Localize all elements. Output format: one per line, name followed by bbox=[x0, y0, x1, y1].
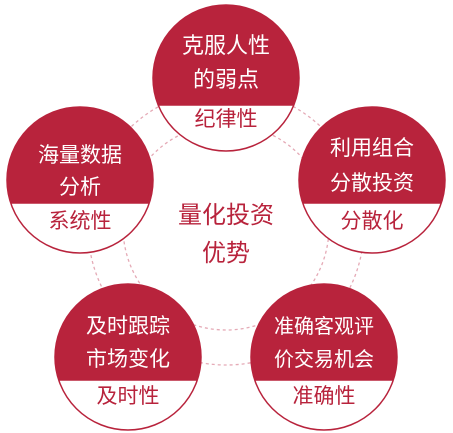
node-keyword: 及时性 bbox=[97, 384, 160, 408]
node-keyword: 准确性 bbox=[293, 384, 356, 408]
node-description-line: 市场变化 bbox=[86, 347, 170, 371]
node-description-line: 及时跟踪 bbox=[86, 314, 170, 338]
node-description-line: 分析 bbox=[59, 175, 101, 199]
node-keyword: 分散化 bbox=[341, 209, 404, 233]
node-description-line: 的弱点 bbox=[193, 68, 259, 93]
center-title-line-2: 优势 bbox=[202, 239, 250, 267]
node-description-line: 克服人性 bbox=[182, 34, 270, 59]
node-description-line: 海量数据 bbox=[38, 143, 122, 167]
node-keyword: 纪律性 bbox=[195, 107, 258, 131]
node-keyword: 系统性 bbox=[49, 209, 112, 233]
center-title-line-1: 量化投资 bbox=[178, 201, 274, 229]
node-description-line: 准确客观评 bbox=[274, 314, 374, 338]
node-description-line: 利用组合 bbox=[330, 136, 414, 160]
node-description-line: 分散投资 bbox=[330, 171, 414, 195]
node-description-line: 价交易机会 bbox=[274, 347, 374, 371]
